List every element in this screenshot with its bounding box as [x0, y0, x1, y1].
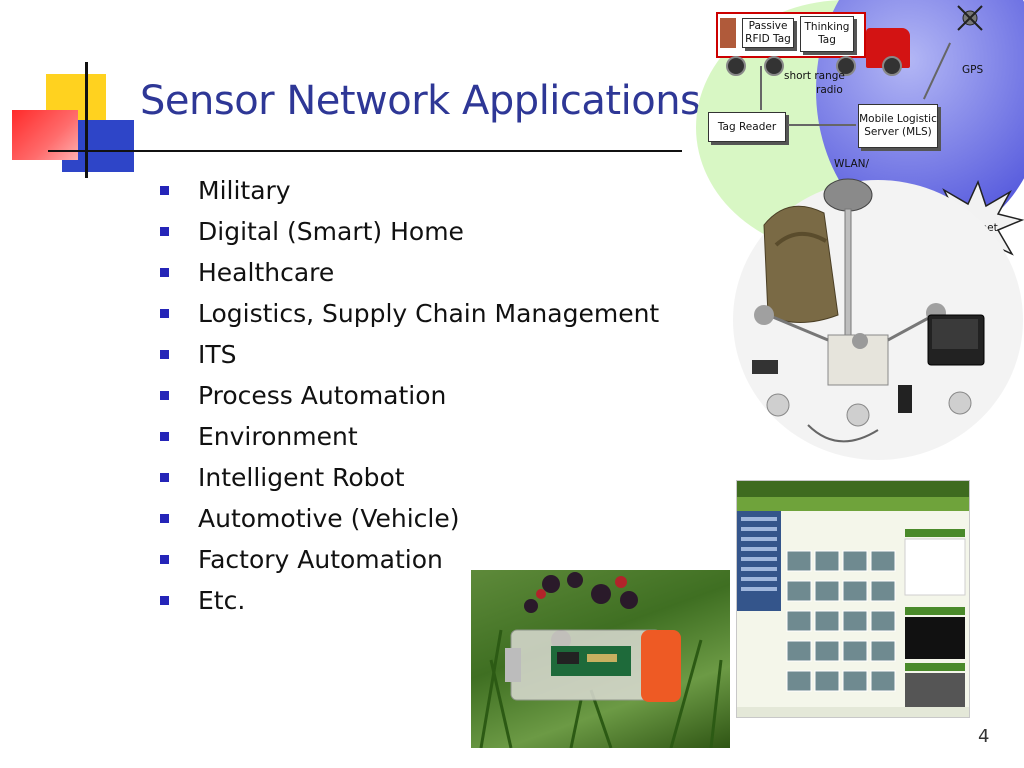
bullet-item: Healthcare [160, 252, 659, 293]
bullet-square-icon [160, 514, 169, 523]
bullet-square-icon [160, 391, 169, 400]
wlan-label: WLAN/ [834, 158, 870, 170]
bullet-item: Automotive (Vehicle) [160, 498, 659, 539]
bullet-item: ITS [160, 334, 659, 375]
truck-wheel-icon [836, 56, 856, 76]
bullet-square-icon [160, 268, 169, 277]
truck-wheel-icon [882, 56, 902, 76]
slide-title: Sensor Network Applications [140, 78, 701, 124]
tag-reader-box: Tag Reader [708, 112, 786, 142]
mobile-logistic-server-box: Mobile Logistic Server (MLS) [858, 104, 938, 148]
tag-reader-link [760, 66, 762, 110]
reader-server-link [788, 124, 856, 126]
bullet-square-icon [160, 432, 169, 441]
truck-wheel-icon [764, 56, 784, 76]
gps-label: GPS [962, 64, 984, 76]
short-range-label: short range [784, 70, 845, 82]
bullet-square-icon [160, 473, 169, 482]
bullet-item: Military [160, 170, 659, 211]
title-underline [48, 150, 682, 152]
bullet-square-icon [160, 309, 169, 318]
bullet-square-icon [160, 596, 169, 605]
bullet-square-icon [160, 555, 169, 564]
radio-label: radio [816, 84, 843, 96]
decor-vertical-line [85, 62, 88, 178]
bullet-item: Etc. [160, 580, 659, 621]
bullet-square-icon [160, 186, 169, 195]
bullet-item: Intelligent Robot [160, 457, 659, 498]
page-number: 4 [978, 726, 990, 747]
truck-wheel-icon [726, 56, 746, 76]
decor-red-square [12, 110, 78, 160]
bullet-item: Digital (Smart) Home [160, 211, 659, 252]
bullet-item: Factory Automation [160, 539, 659, 580]
habitat-monitoring-web-screenshot [736, 480, 970, 718]
passive-rfid-tag-box: Passive RFID Tag [742, 18, 794, 48]
bullet-square-icon [160, 227, 169, 236]
bullet-list: Military Digital (Smart) Home Healthcare… [160, 170, 659, 621]
satellite-icon [957, 5, 983, 31]
sensor-equipment-picture [733, 178, 1023, 460]
bullet-square-icon [160, 350, 169, 359]
bullet-item: Environment [160, 416, 659, 457]
thinking-tag-box: Thinking Tag [800, 16, 854, 52]
cargo-box-icon [720, 18, 736, 48]
sensor-mote-grass-photo [471, 570, 730, 748]
bullet-item: Process Automation [160, 375, 659, 416]
bullet-item: Logistics, Supply Chain Management [160, 293, 659, 334]
